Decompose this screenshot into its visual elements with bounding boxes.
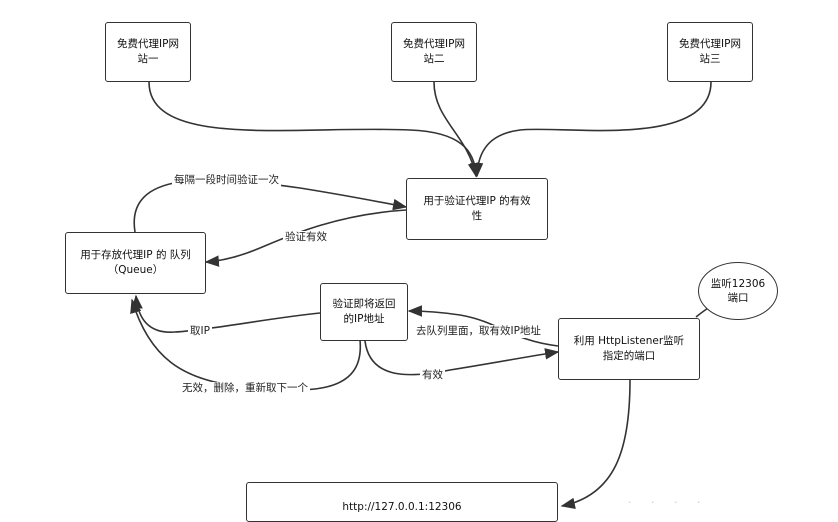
edge-listener-url bbox=[560, 379, 631, 509]
edge-listener-return-fetch bbox=[407, 305, 559, 347]
node-queue: 用于存放代理IP 的 队列（Queue） bbox=[65, 232, 206, 294]
diagram-connectors bbox=[130, 81, 715, 509]
label-fetch-valid: 去队列里面，取有效IP地址 bbox=[414, 325, 543, 338]
node-site2: 免费代理IP网站二 bbox=[391, 22, 477, 82]
node-url: http://127.0.0.1:12306 bbox=[246, 482, 558, 522]
watermark: · · · · bbox=[628, 496, 709, 509]
edge-queue-validate bbox=[133, 179, 408, 233]
node-port-note: 监听12306 端口 bbox=[698, 262, 778, 320]
edge-return-queue-take bbox=[131, 294, 321, 333]
label-periodic: 每隔一段时间验证一次 bbox=[172, 174, 281, 187]
edge-validate-queue bbox=[204, 209, 407, 267]
label-take-ip: 取IP bbox=[188, 325, 212, 338]
node-site1: 免费代理IP网站一 bbox=[105, 22, 191, 82]
node-site3: 免费代理IP网站三 bbox=[667, 22, 753, 82]
node-listener: 利用 HttpListener监听指定的端口 bbox=[558, 318, 700, 380]
label-invalid-retry: 无效，删除，重新取下一个 bbox=[180, 382, 310, 395]
edge-return-listener-valid bbox=[364, 340, 560, 376]
edge-site3-validate bbox=[471, 81, 712, 178]
label-valid: 有效 bbox=[420, 369, 445, 382]
node-validate: 用于验证代理IP 的有效性 bbox=[406, 178, 548, 240]
edge-site1-validate bbox=[148, 81, 482, 178]
label-valid-return: 验证有效 bbox=[283, 231, 329, 244]
node-return-ip: 验证即将返回的IP地址 bbox=[320, 283, 408, 341]
edge-site2-validate bbox=[433, 81, 480, 178]
